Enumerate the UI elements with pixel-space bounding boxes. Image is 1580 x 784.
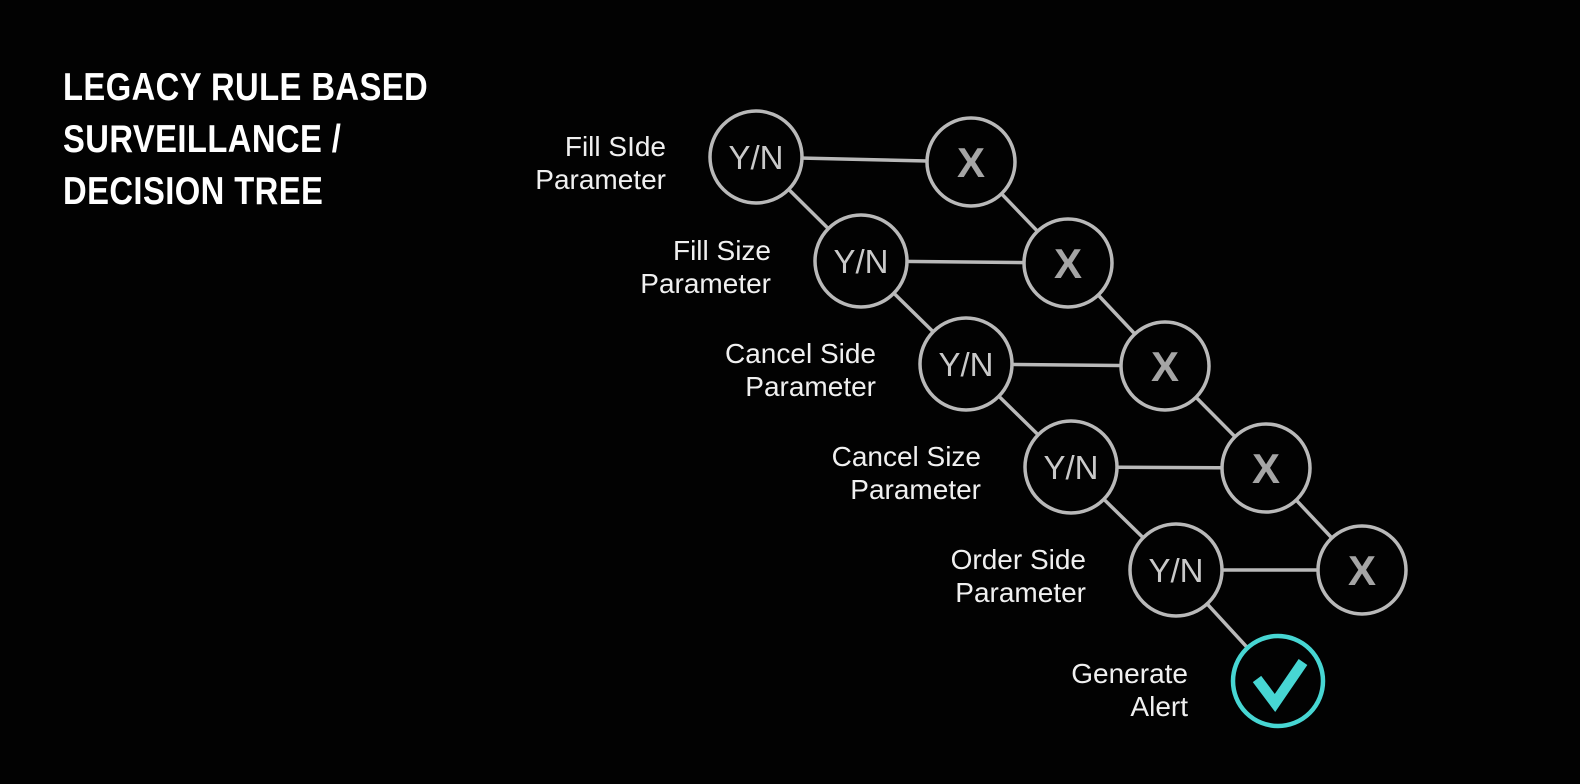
page-title: LEGACY RULE BASED SURVEILLANCE / DECISIO… [63,62,428,218]
row-label-line2: Parameter [850,474,981,505]
alert-label-line1: Generate [1071,658,1188,689]
decision-node-label: Y/N [938,346,993,383]
row-label-line2: Parameter [955,577,1086,608]
reject-node-label: X [957,139,985,186]
row-label-line2: Parameter [745,371,876,402]
reject-node [925,116,1017,208]
reject-node [1316,524,1408,616]
tree-row: Fill SIde Parameter Y/N X [535,109,1017,208]
reject-node-label: X [1252,445,1280,492]
reject-node [1220,422,1312,514]
reject-node-label: X [1151,343,1179,390]
row-label-line1: Order Side [951,544,1086,575]
tree-row: Order Side Parameter Y/N X [951,522,1408,618]
tree-row: Cancel Side Parameter Y/N X [725,316,1211,412]
generate-alert-node: Generate Alert [1071,633,1326,729]
decision-node-label: Y/N [1148,552,1203,589]
tree-row: Fill Size Parameter Y/N X [640,213,1114,309]
row-label-line2: Parameter [535,164,666,195]
row-label-line1: Fill Size [673,235,771,266]
row-label-line1: Fill SIde [565,131,666,162]
decision-node-label: Y/N [1043,449,1098,486]
tree-row: Cancel Size Parameter Y/N X [832,419,1312,515]
page-title-line: DECISION TREE [63,170,324,213]
row-label-line1: Cancel Size [832,441,981,472]
alert-circle [1230,633,1326,729]
reject-node-label: X [1054,240,1082,287]
check-icon [1252,659,1308,713]
decision-node [813,213,909,309]
decision-node-label: Y/N [728,139,783,176]
reject-node [1022,217,1114,309]
reject-node [1119,320,1211,412]
decision-node [1023,419,1119,515]
decision-node [708,109,804,205]
row-label-line2: Parameter [640,268,771,299]
decision-node-label: Y/N [833,243,888,280]
page-title-line: LEGACY RULE BASED [63,66,429,109]
alert-label-line2: Alert [1130,691,1188,722]
row-label-line1: Cancel Side [725,338,876,369]
decision-node [1128,522,1224,618]
reject-node-label: X [1348,547,1376,594]
decision-node [918,316,1014,412]
page-title-line: SURVEILLANCE / [63,118,342,161]
